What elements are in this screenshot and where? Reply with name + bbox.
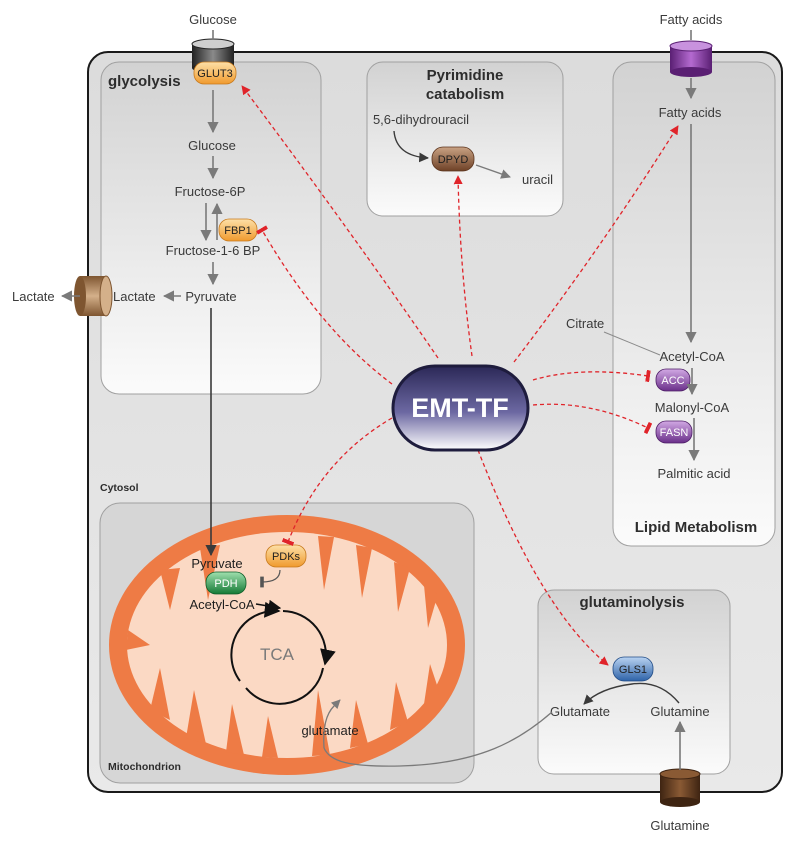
mitochondrion-label: Mitochondrion xyxy=(108,761,181,773)
cytosol-label: Cytosol xyxy=(100,482,139,494)
glutamine-external-label: Glutamine xyxy=(650,818,709,833)
pyrimidine-title-line1: Pyrimidine xyxy=(427,67,504,84)
gls1-enzyme xyxy=(612,656,654,682)
pdh-enzyme xyxy=(205,571,247,595)
mito-acetylcoa-label: Acetyl-CoA xyxy=(189,597,254,612)
fasn-label: FASN xyxy=(660,427,689,439)
fatty-acids-label: Fatty acids xyxy=(659,105,722,120)
pdks-inhibits-pdh xyxy=(260,569,281,588)
malonyl-coa-label: Malonyl-CoA xyxy=(655,400,730,415)
fatty-acids-external-label: Fatty acids xyxy=(660,12,723,27)
uracil-label: uracil xyxy=(522,172,553,187)
gls1-label: GLS1 xyxy=(619,664,647,676)
glutamine-transporter xyxy=(659,768,701,807)
dpyd-label: DPYD xyxy=(438,154,469,166)
emt-tf-regulation-links xyxy=(241,85,679,666)
pdks-label: PDKs xyxy=(272,551,301,563)
tca-cycle xyxy=(230,601,336,705)
mito-pyruvate-label: Pyruvate xyxy=(191,556,242,571)
emt-to-glut3-link xyxy=(241,85,439,359)
emt-to-fasn-inhibition xyxy=(532,403,653,435)
glutamate-to-mito-line xyxy=(323,711,553,767)
acc-enzyme xyxy=(655,368,691,392)
glutamate-into-tca-arrow xyxy=(323,699,341,749)
lactate-external-label: Lactate xyxy=(12,289,55,304)
tca-label: TCA xyxy=(260,645,295,664)
mito-glutamate-label: glutamate xyxy=(301,723,358,738)
f6p-label: Fructose-6P xyxy=(175,184,246,199)
pyrimidine-title-line2: catabolism xyxy=(426,86,504,103)
glutamine-to-glutamate-arrow xyxy=(583,682,680,705)
pyrimidine-box xyxy=(366,61,564,217)
lipid-title: Lipid Metabolism xyxy=(635,519,758,536)
emt-tf-hub xyxy=(391,364,530,452)
dpyd-to-uracil-arrow xyxy=(475,164,511,179)
fatty-acid-transporter xyxy=(669,40,713,77)
mitochondrion-organelle xyxy=(109,515,465,775)
citrate-to-acetylcoa-line xyxy=(603,331,661,356)
emt-tf-label: EMT-TF xyxy=(411,393,508,423)
glycolysis-title: glycolysis xyxy=(108,73,181,90)
emt-to-gls1-link xyxy=(477,449,609,666)
dihydrouracil-to-dpyd-arrow xyxy=(393,130,429,163)
lactate-transporter xyxy=(74,275,113,317)
glutaminolysis-box xyxy=(537,589,731,775)
citrate-label: Citrate xyxy=(566,316,604,331)
glutaminolysis-title: glutaminolysis xyxy=(579,594,684,611)
emt-to-fatty-acids-link xyxy=(513,125,679,363)
acetylcoa-to-tca-arrow xyxy=(255,599,282,613)
pdh-label: PDH xyxy=(214,578,237,590)
dihydrouracil-label: 5,6-dihydrouracil xyxy=(373,112,469,127)
glut3-enzyme xyxy=(193,61,237,85)
emt-to-acc-inhibition xyxy=(532,369,651,383)
pyruvate-label: Pyruvate xyxy=(185,289,236,304)
glucose-label: Glucose xyxy=(188,138,236,153)
palmitic-acid-label: Palmitic acid xyxy=(658,466,731,481)
lipid-acetylcoa-label: Acetyl-CoA xyxy=(659,349,724,364)
fasn-enzyme xyxy=(655,420,693,444)
glutamine-label: Glutamine xyxy=(650,704,709,719)
lactate-label: Lactate xyxy=(113,289,156,304)
glucose-external-label: Glucose xyxy=(189,12,237,27)
glutamate-label: Glutamate xyxy=(550,704,610,719)
fbp1-label: FBP1 xyxy=(224,225,252,237)
acc-label: ACC xyxy=(661,375,684,387)
glut3-label: GLUT3 xyxy=(197,68,232,80)
f16bp-label: Fructose-1-6 BP xyxy=(166,243,261,258)
dpyd-enzyme xyxy=(431,146,475,172)
emt-to-fbp1-inhibition xyxy=(255,225,393,385)
